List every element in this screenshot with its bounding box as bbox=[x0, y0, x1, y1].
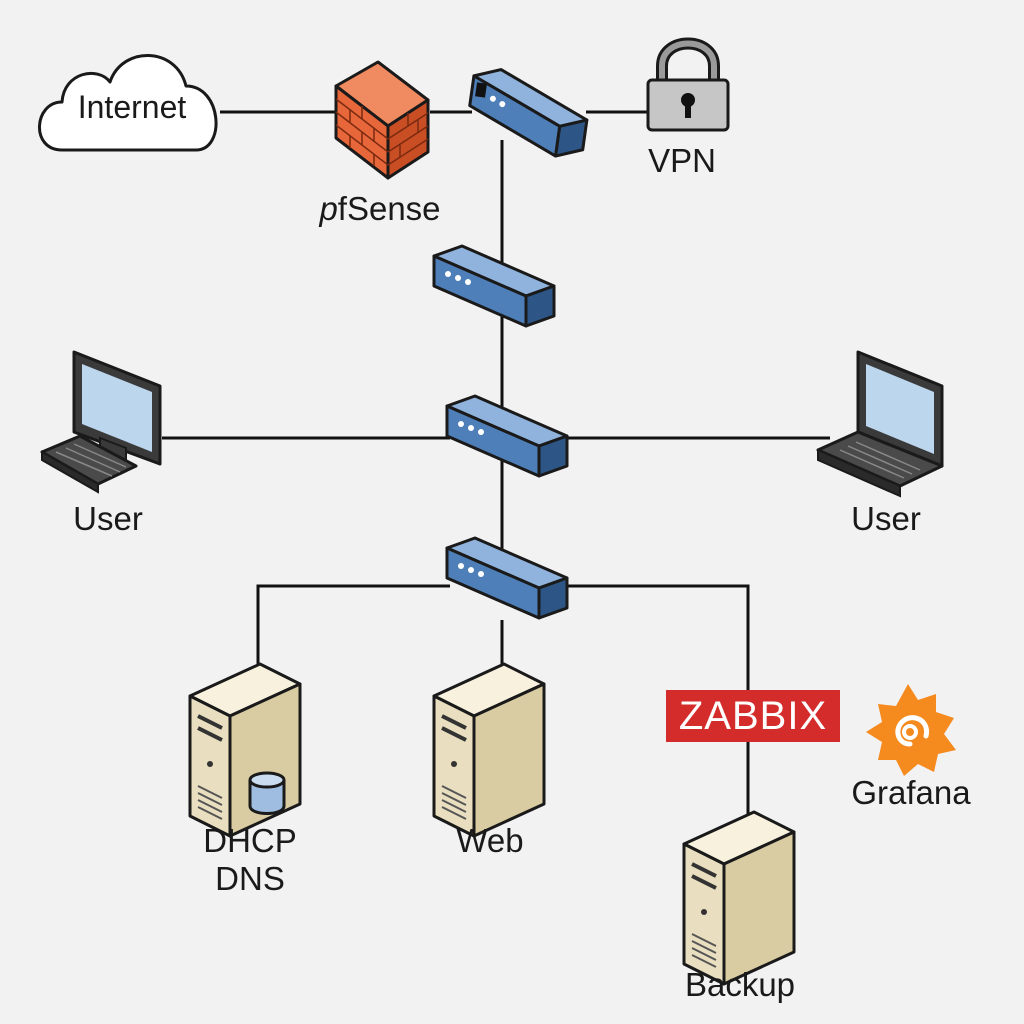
user-right-label: User bbox=[851, 500, 921, 537]
firewall-icon bbox=[334, 60, 430, 180]
server-icon bbox=[682, 810, 796, 986]
zabbix-logo: ZABBIX bbox=[666, 690, 840, 742]
network-switch-icon bbox=[445, 536, 569, 620]
connection-lines bbox=[162, 110, 830, 816]
dhcp-label: DHCP bbox=[203, 822, 297, 859]
grafana-logo-icon bbox=[866, 684, 956, 776]
grafana-label: Grafana bbox=[851, 774, 971, 811]
web-label: Web bbox=[456, 822, 524, 859]
firewall-label: pfSense bbox=[300, 190, 460, 228]
network-switch-icon bbox=[445, 394, 569, 478]
dns-label: DNS bbox=[215, 860, 285, 897]
network-switch-icon bbox=[432, 244, 556, 328]
user-left-label: User bbox=[73, 500, 143, 537]
firewall-label-prefix: p bbox=[319, 190, 338, 227]
padlock-icon bbox=[646, 37, 730, 132]
link-zabbix bbox=[556, 584, 750, 690]
server-icon bbox=[432, 662, 546, 838]
desktop-computer-icon bbox=[40, 350, 162, 494]
cloud-icon bbox=[38, 54, 218, 152]
firewall-label-rest: fSense bbox=[337, 190, 441, 227]
vpn-label: VPN bbox=[648, 142, 716, 179]
database-icon bbox=[248, 771, 286, 815]
network-switch-icon bbox=[468, 68, 589, 158]
laptop-icon bbox=[816, 350, 944, 498]
link-dhcp-dns bbox=[256, 584, 450, 668]
backup-label: Backup bbox=[684, 966, 796, 1003]
internet-label: Internet bbox=[77, 89, 187, 125]
